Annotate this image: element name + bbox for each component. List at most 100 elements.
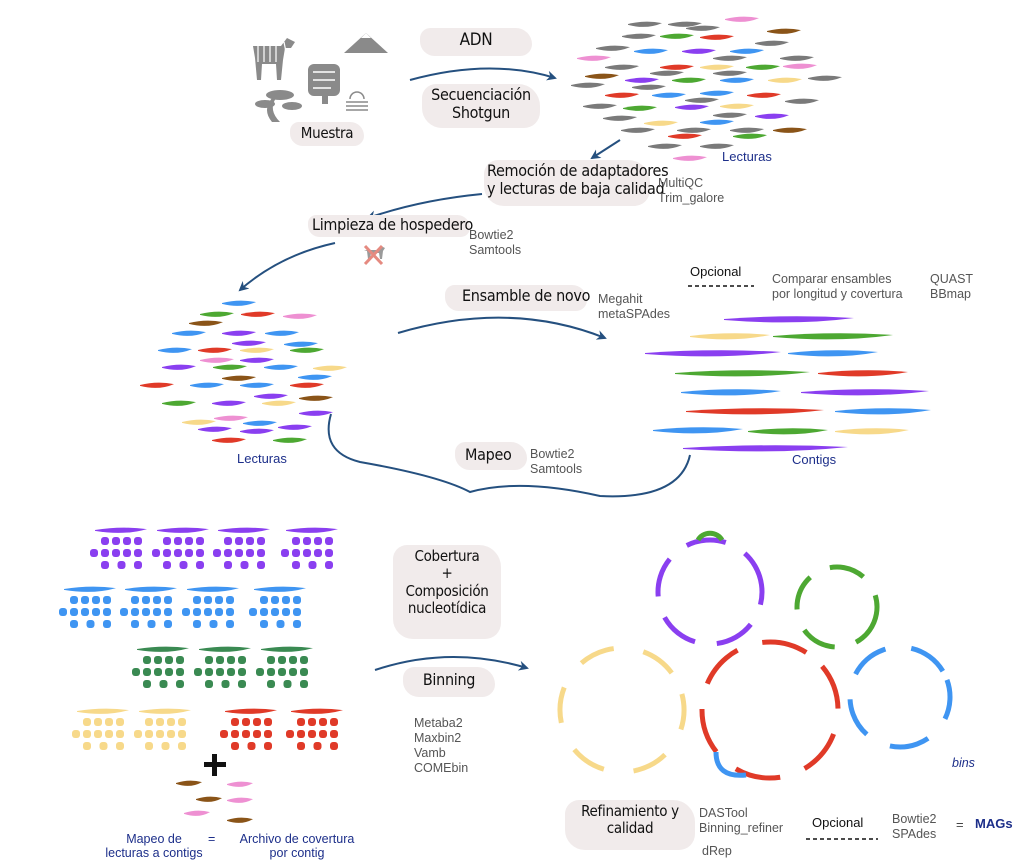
read-green <box>623 105 657 111</box>
coverage-dot <box>292 549 300 557</box>
read-pink <box>673 155 707 161</box>
read-brown <box>196 796 222 802</box>
coverage-dot <box>176 656 184 664</box>
coverage-dot <box>70 596 78 604</box>
read-gray <box>713 55 747 61</box>
read-gray <box>632 84 666 90</box>
read-gray <box>622 33 656 39</box>
read-green <box>733 133 767 139</box>
binning-label: Binning <box>422 670 476 689</box>
contig-bar-purple <box>95 527 147 533</box>
coverage-dot <box>101 537 109 545</box>
coverage-dot <box>179 561 188 569</box>
read-purple <box>240 428 274 434</box>
coverage-dot <box>83 730 91 738</box>
read-brown <box>585 73 619 79</box>
contig-bar-purple <box>218 527 270 533</box>
coverage-dot <box>174 537 182 545</box>
mapping-brace <box>327 413 691 498</box>
coverage-dot <box>116 742 124 750</box>
contig-yellow <box>690 333 770 340</box>
coverage-dot <box>221 680 230 688</box>
sequencing-dna-label: ADN <box>459 30 493 50</box>
coverage-dot <box>260 596 268 604</box>
read-purple <box>682 48 716 54</box>
coverage-dot <box>308 718 316 726</box>
coverage-dot <box>256 668 264 676</box>
coverage-dot <box>246 537 254 545</box>
coverage-dot <box>231 742 239 750</box>
refinement-optional-label: Opcional <box>812 815 864 830</box>
coverage-dot <box>292 561 300 569</box>
coverage-dot <box>196 549 204 557</box>
coverage-dot <box>257 537 265 545</box>
read-blue <box>243 420 277 426</box>
coverage-dot <box>194 668 202 676</box>
coverage-dot <box>134 537 142 545</box>
coverage-dot <box>131 596 139 604</box>
coverage-dot <box>293 620 301 628</box>
read-purple <box>212 400 246 406</box>
read-brown <box>767 28 801 34</box>
bin-purple <box>655 537 765 647</box>
coverage-dot <box>267 668 275 676</box>
coverage-dot <box>131 620 139 628</box>
bins-circles <box>557 530 953 781</box>
coverage-dot <box>330 742 338 750</box>
contig-green <box>773 333 893 340</box>
read-purple <box>232 340 266 346</box>
coverage-left-label: Mapeo de lecturas a contigs <box>105 832 203 861</box>
coverage-dot <box>83 742 91 750</box>
clean-reads-cloud <box>140 300 347 443</box>
coverage-dot <box>59 608 67 616</box>
read-yellow <box>240 347 274 353</box>
coverage-dot <box>260 608 268 616</box>
coverage-dot <box>325 549 333 557</box>
coverage-dot <box>134 549 142 557</box>
coverage-dot <box>300 668 308 676</box>
read-yellow <box>262 400 296 406</box>
read-green <box>273 437 307 443</box>
coverage-dot <box>123 537 131 545</box>
coverage-dot <box>147 620 156 628</box>
read-gray <box>603 115 637 121</box>
coverage-dot <box>112 537 120 545</box>
coverage-dot <box>196 537 204 545</box>
coverage-dot <box>164 620 172 628</box>
read-gray <box>621 127 655 133</box>
coverage-dot <box>143 668 151 676</box>
coverage-dot <box>238 680 246 688</box>
coverage-dot <box>145 718 153 726</box>
contig-bar-red <box>225 708 277 714</box>
read-gray <box>700 143 734 149</box>
contigs-label: Contigs <box>792 452 837 467</box>
read-blue <box>634 48 668 54</box>
contig-blue <box>653 427 743 434</box>
coverage-dot <box>271 608 279 616</box>
read-blue <box>190 382 224 388</box>
clean-reads-label: Lecturas <box>237 451 287 466</box>
read-gray <box>713 112 747 118</box>
coverage-dot <box>99 742 108 750</box>
read-gray <box>628 21 662 27</box>
coverage-dot <box>81 596 89 604</box>
contig-bar-purple <box>286 527 338 533</box>
coverage-dot <box>278 656 286 664</box>
coverage-dot <box>178 730 186 738</box>
contig-bar-blue <box>187 586 239 592</box>
coverage-dot <box>216 656 224 664</box>
coverage-dot <box>174 549 182 557</box>
coverage-dot <box>267 680 275 688</box>
mags-result-label: MAGs <box>975 816 1013 831</box>
read-blue <box>652 92 686 98</box>
read-red <box>212 437 246 443</box>
coverage-dot <box>116 718 124 726</box>
coverage-dot <box>205 656 213 664</box>
coverage-dot <box>286 730 294 738</box>
coverage-dot <box>103 620 111 628</box>
raw-reads-cloud <box>571 16 842 161</box>
coverage-dot <box>231 718 239 726</box>
read-blue <box>720 77 754 83</box>
crossed-zebra-icon <box>363 244 385 266</box>
coverage-dot <box>153 596 161 604</box>
